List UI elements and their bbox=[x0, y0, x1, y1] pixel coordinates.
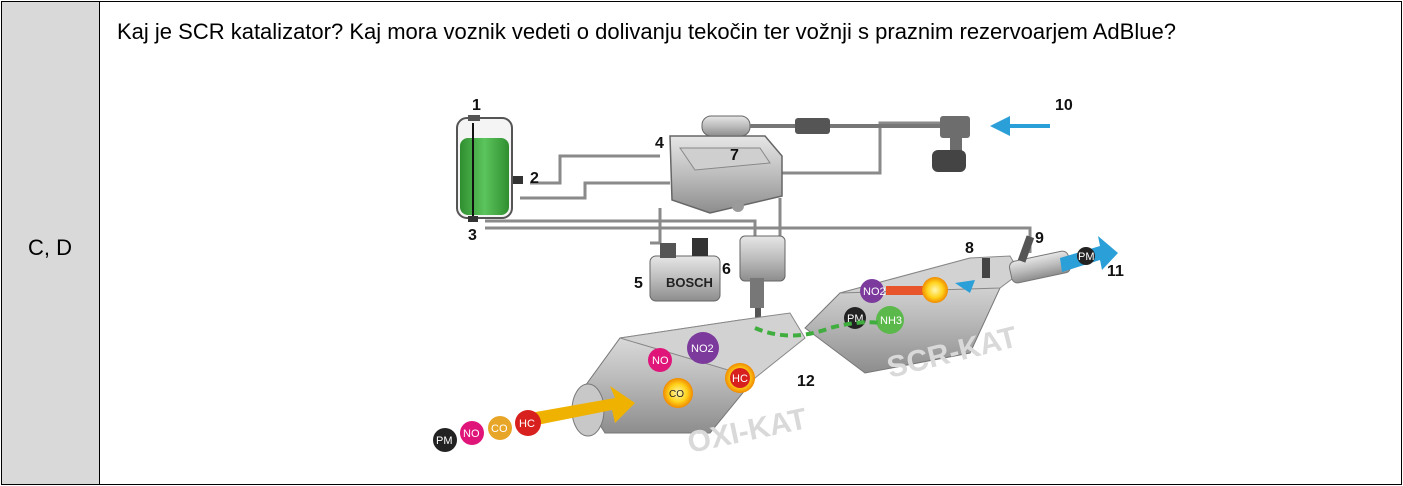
callout-9: 9 bbox=[1035, 230, 1044, 247]
adblue-tank bbox=[456, 115, 523, 222]
oxi-hc-label: HC bbox=[732, 373, 748, 385]
callout-11: 11 bbox=[1107, 263, 1124, 280]
temp-sensor bbox=[701, 115, 955, 137]
inlet-arrow-head bbox=[990, 116, 1010, 136]
callout-3: 3 bbox=[468, 227, 477, 244]
co-ball-label: CO bbox=[491, 423, 508, 435]
oxi-no-label: NO bbox=[652, 355, 669, 367]
scr-nh3-label: NH3 bbox=[880, 315, 902, 327]
callout-numbers: 1 2 3 4 5 6 7 8 9 10 11 12 bbox=[468, 97, 1124, 390]
callout-1: 1 bbox=[472, 97, 481, 114]
callout-4: 4 bbox=[655, 135, 664, 152]
no-ball-label: NO bbox=[463, 428, 480, 440]
control-unit bbox=[669, 135, 783, 214]
pm-ball-label: PM bbox=[436, 435, 453, 447]
callout-10: 10 bbox=[1055, 97, 1073, 114]
scr-system-diagram: BOSCH OXI-KAT SCR-KAT PM bbox=[433, 97, 1124, 460]
supply-pump: BOSCH bbox=[649, 238, 721, 302]
dosing-module bbox=[739, 235, 786, 326]
oxi-reactions: NO NO2 CO HC bbox=[648, 332, 755, 408]
callout-6: 6 bbox=[722, 261, 731, 278]
pm-ball-out-label: PM bbox=[1078, 251, 1095, 263]
scr-no2-label: NO2 bbox=[863, 286, 886, 298]
connection-lines bbox=[485, 121, 1032, 288]
callout-12: 12 bbox=[797, 373, 815, 390]
pm-ball-out bbox=[1077, 247, 1095, 265]
exhaust-in-arrow bbox=[530, 386, 635, 426]
callout-7: 7 bbox=[730, 147, 739, 164]
callout-5: 5 bbox=[634, 275, 643, 292]
callout-2: 2 bbox=[530, 170, 539, 187]
callout-8: 8 bbox=[965, 240, 974, 257]
oxi-no2-label: NO2 bbox=[691, 343, 714, 355]
hc-ball-label: HC bbox=[519, 418, 535, 430]
pump-brand: BOSCH bbox=[666, 275, 713, 290]
oxi-co-label: CO bbox=[669, 389, 684, 400]
answer-cell: C, D bbox=[1, 1, 100, 485]
valve-assembly bbox=[932, 116, 970, 172]
question-text: Kaj je SCR katalizator? Kaj mora voznik … bbox=[117, 19, 1176, 44]
exhaust-gas-balls: PM NO CO HC bbox=[433, 410, 541, 452]
outlet-pipe bbox=[982, 235, 1072, 284]
scr-reactions: NO2 PM NH3 bbox=[754, 277, 975, 338]
answer-tag: C, D bbox=[28, 235, 72, 260]
